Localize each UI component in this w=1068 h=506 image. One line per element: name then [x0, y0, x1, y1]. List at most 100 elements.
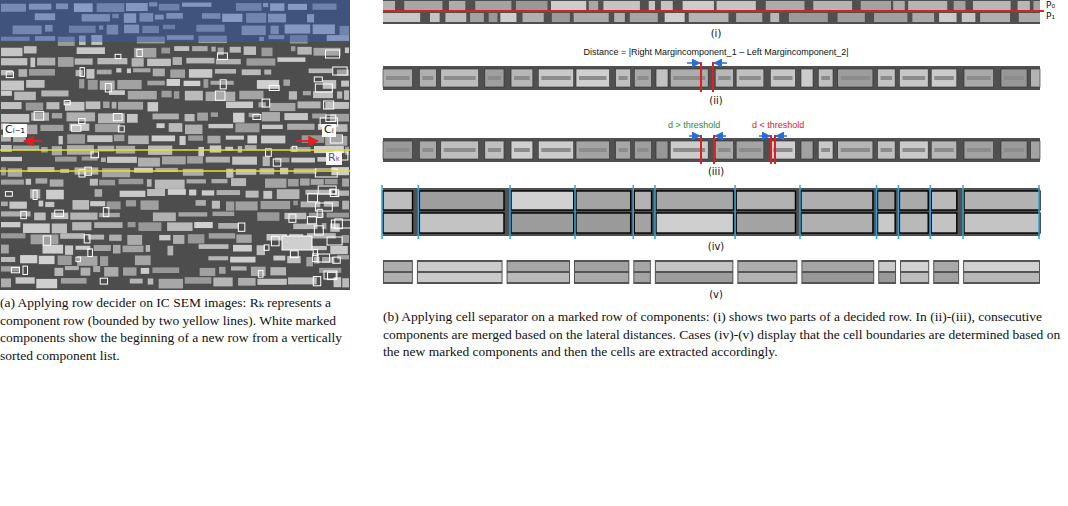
component	[1, 48, 22, 56]
component	[29, 69, 55, 76]
component	[441, 141, 479, 159]
component	[715, 69, 733, 87]
component	[65, 266, 79, 270]
cell-component	[634, 191, 651, 210]
component	[117, 80, 141, 89]
extracted-cell	[900, 260, 929, 284]
component	[270, 103, 296, 111]
component	[120, 191, 146, 197]
row-start-mark	[105, 84, 111, 92]
component	[262, 112, 280, 121]
component-detail	[841, 148, 870, 152]
component	[1001, 69, 1027, 87]
component	[1, 91, 12, 96]
component	[1, 245, 9, 254]
component	[1, 157, 22, 161]
component	[213, 277, 232, 286]
component	[262, 48, 273, 57]
row-start-mark	[271, 236, 279, 245]
component	[19, 69, 28, 77]
component	[964, 141, 994, 159]
component	[90, 179, 98, 186]
component	[289, 91, 297, 99]
component	[715, 141, 733, 159]
row-start-mark	[80, 68, 84, 77]
component	[939, 13, 956, 22]
component	[167, 79, 180, 86]
row-start-mark	[262, 99, 270, 107]
component-detail	[902, 148, 925, 152]
component	[97, 70, 112, 75]
margin-line	[700, 135, 702, 164]
component	[1, 70, 13, 75]
component	[187, 156, 203, 163]
row-start-mark	[324, 101, 334, 109]
component	[511, 141, 533, 159]
component	[574, 13, 609, 22]
component	[112, 102, 117, 109]
row-start-mark	[220, 80, 226, 89]
row-start-mark	[21, 211, 26, 218]
component	[134, 168, 153, 173]
component-detail	[739, 148, 761, 152]
component	[384, 262, 412, 271]
component	[130, 279, 143, 284]
component	[211, 47, 215, 52]
component	[232, 157, 257, 165]
component	[670, 69, 708, 87]
component	[159, 279, 183, 289]
component	[261, 136, 285, 144]
component	[838, 69, 873, 87]
component	[211, 81, 234, 85]
component	[41, 90, 68, 96]
component	[87, 135, 112, 142]
pointer-arrow	[24, 140, 42, 142]
component	[616, 141, 631, 159]
component-detail	[444, 148, 476, 152]
component	[94, 245, 111, 251]
component	[152, 267, 179, 273]
row-start-mark	[289, 214, 296, 222]
component	[230, 257, 255, 263]
component	[217, 190, 241, 195]
step-label: (i)	[711, 28, 722, 40]
component	[283, 80, 290, 86]
component	[736, 69, 764, 87]
row-start-mark	[317, 254, 329, 262]
component	[661, 1, 673, 10]
component	[67, 112, 96, 121]
component	[325, 136, 347, 146]
component	[838, 141, 873, 159]
component	[257, 80, 279, 89]
component	[209, 233, 236, 238]
component-detail	[821, 76, 830, 80]
component	[95, 189, 103, 197]
component	[114, 135, 125, 142]
component	[738, 262, 796, 271]
strip-row-iii	[383, 135, 1040, 164]
component	[538, 141, 573, 159]
cell-component	[878, 191, 896, 210]
component	[912, 13, 934, 22]
component	[1031, 69, 1040, 87]
component	[67, 134, 85, 143]
component	[97, 58, 127, 64]
component	[116, 68, 121, 72]
component	[153, 213, 176, 222]
extracted-cell	[655, 260, 734, 284]
component	[656, 262, 733, 271]
cell-component	[899, 191, 928, 210]
component	[656, 273, 733, 282]
component-detail	[934, 148, 954, 152]
component	[206, 157, 230, 163]
cell-component	[878, 213, 896, 233]
row-start-mark	[273, 159, 281, 166]
component	[202, 190, 214, 195]
component	[980, 13, 1010, 22]
component	[576, 69, 610, 87]
component	[147, 59, 171, 66]
column-label: Cᵢ	[322, 124, 336, 137]
component	[118, 102, 143, 110]
component	[30, 189, 40, 198]
